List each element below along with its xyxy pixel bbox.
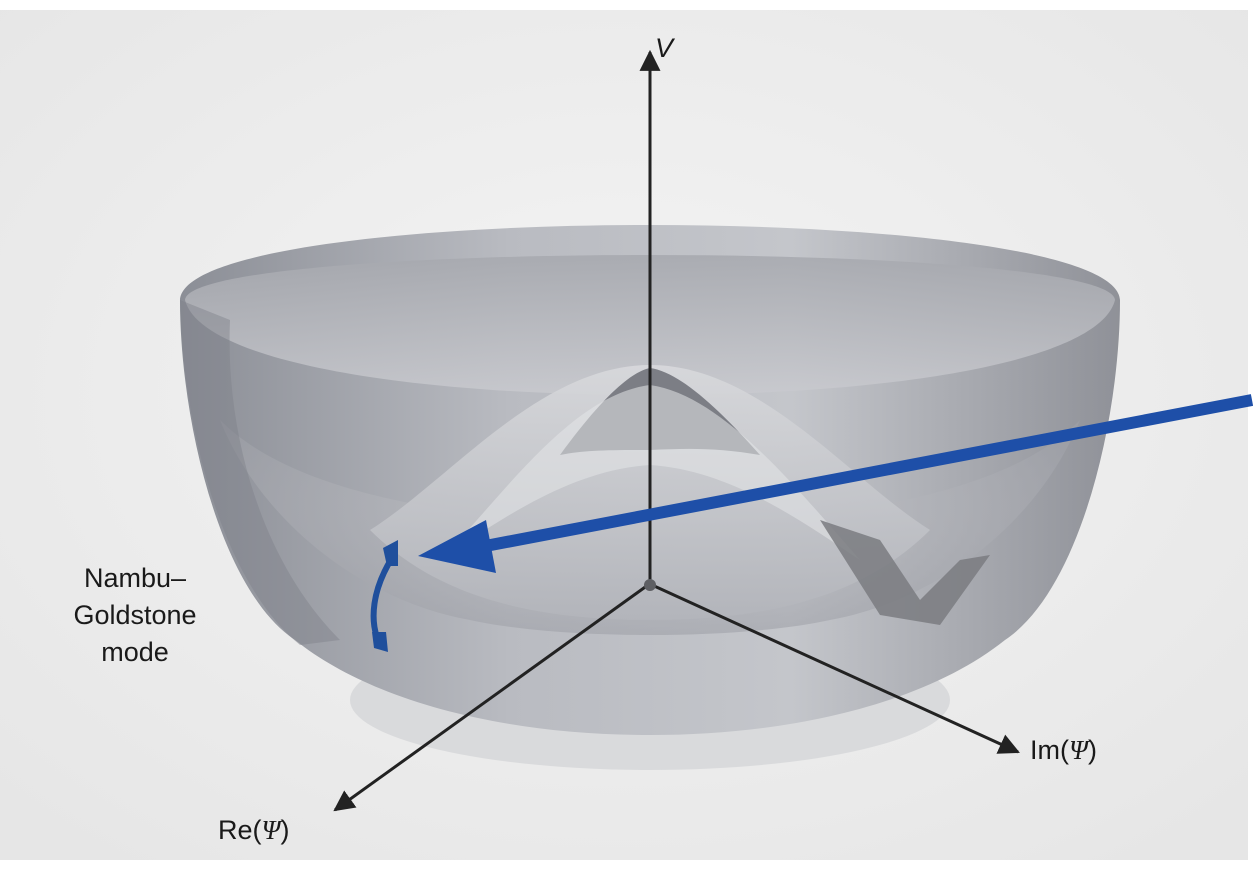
axis-re-label: Re(Ψ) xyxy=(218,812,290,848)
axis-re-prefix: Re( xyxy=(218,815,262,845)
highlight-arrow-shaft xyxy=(473,394,1253,554)
goldstone-label-line1: Nambu– xyxy=(83,563,187,593)
axis-v-label: V xyxy=(655,30,673,66)
axis-v-text: V xyxy=(655,33,674,63)
goldstone-mode-label: Nambu– Goldstone mode xyxy=(40,560,230,671)
axis-im-suffix: ) xyxy=(1087,735,1097,765)
goldstone-label-line3: mode xyxy=(101,637,169,667)
highlight-arrow-head xyxy=(418,520,496,573)
im-axis xyxy=(651,583,1020,754)
axis-im-prefix: Im( xyxy=(1030,735,1069,765)
re-axis xyxy=(333,583,649,812)
axis-re-psi: Ψ xyxy=(261,815,281,845)
goldstone-mode-top-cap xyxy=(383,540,398,566)
axis-re-suffix: ) xyxy=(280,815,290,845)
axis-im-psi: Ψ xyxy=(1068,735,1088,765)
goldstone-label-line2: Goldstone xyxy=(73,600,197,630)
goldstone-mode-bottom-cap xyxy=(372,632,388,652)
axis-im-label: Im(Ψ) xyxy=(1030,732,1097,768)
bowl-left-shade xyxy=(180,300,340,645)
trough-facet xyxy=(820,520,990,625)
origin-point xyxy=(644,579,656,591)
